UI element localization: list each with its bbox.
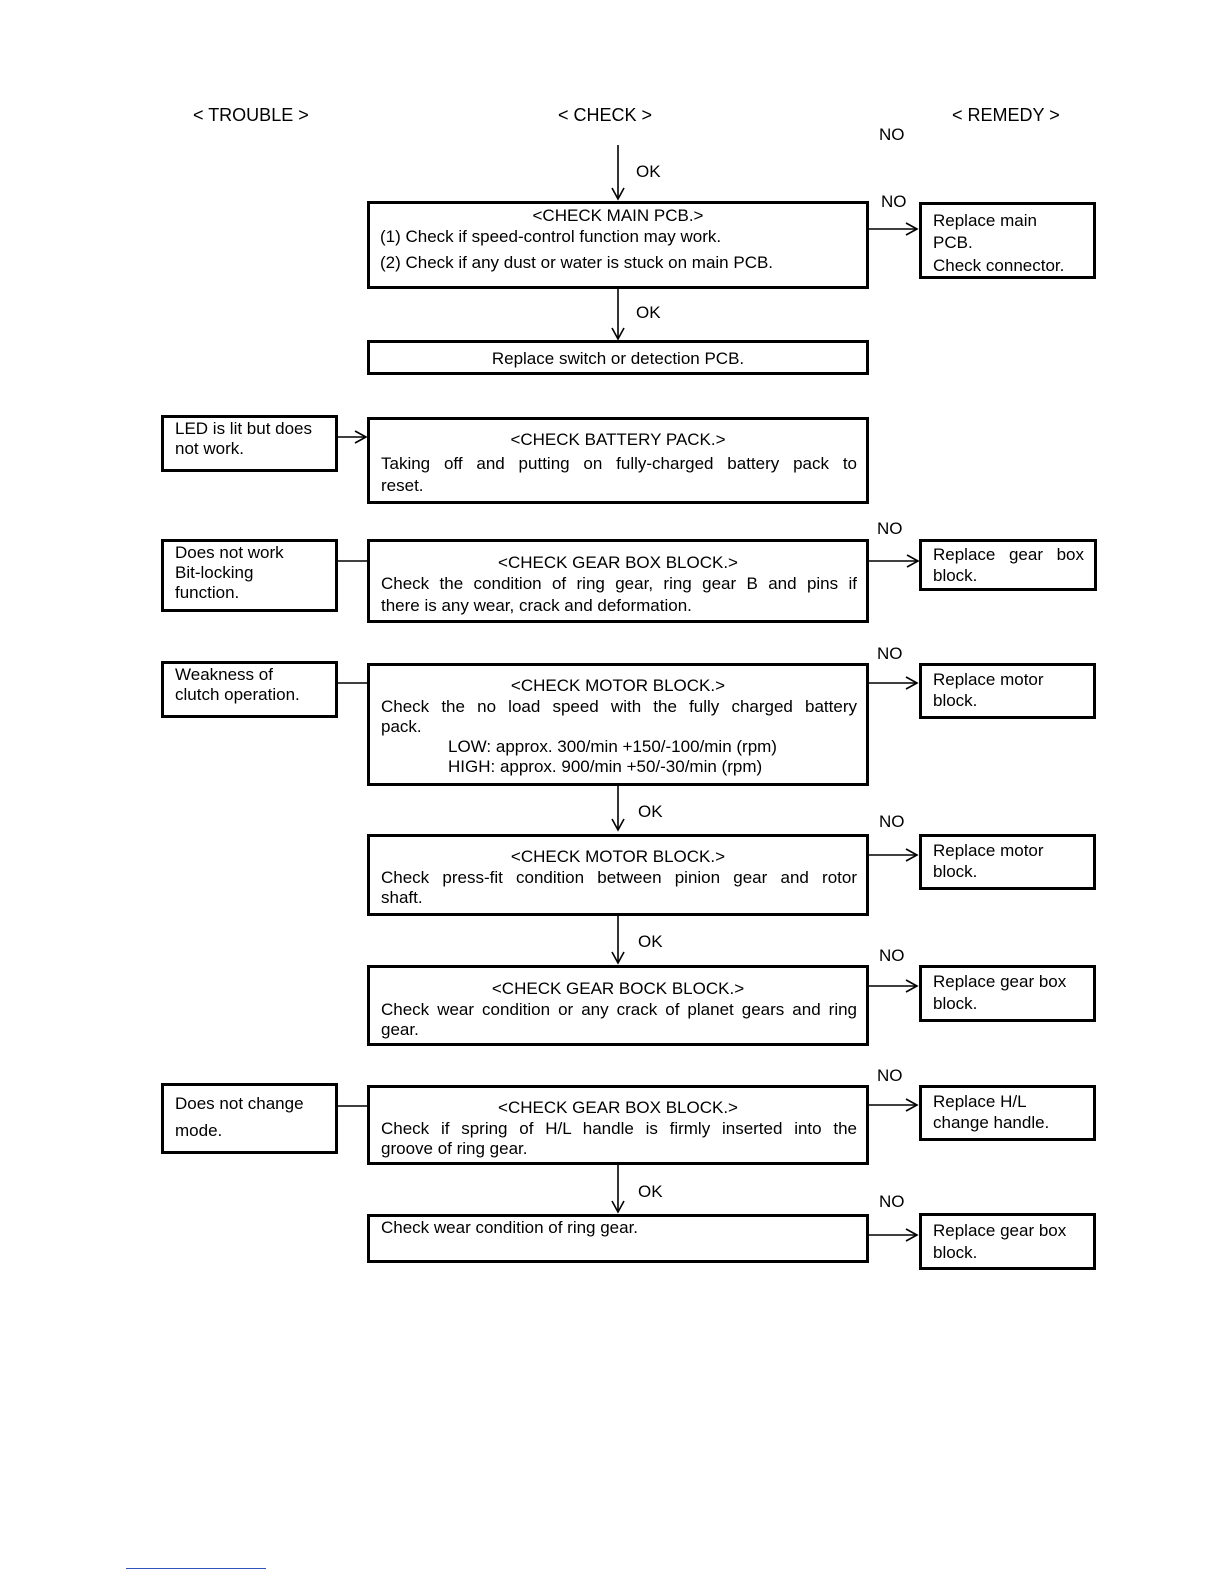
check-box-gear-bock: <CHECK GEAR BOCK BLOCK.> Check wear cond… <box>367 965 869 1046</box>
check-text: Check press-fit condition between pinion… <box>381 868 857 887</box>
remedy-text: block. <box>933 1243 978 1262</box>
remedy-text: block. <box>933 994 978 1013</box>
remedy-text: block. <box>933 862 978 881</box>
trouble-box-bit-locking: Does not work Bit-locking function. <box>161 539 338 612</box>
check-heading: <CHECK BATTERY PACK.> <box>510 430 726 449</box>
check-box-motor-speed: <CHECK MOTOR BLOCK.> Check the no load s… <box>367 663 869 786</box>
check-heading: <CHECK MOTOR BLOCK.> <box>510 847 726 866</box>
check-box-hl-handle: <CHECK GEAR BOX BLOCK.> Check if spring … <box>367 1085 869 1165</box>
ok-label: OK <box>638 1182 663 1201</box>
remedy-text: Replace gear box <box>933 545 1084 564</box>
check-heading: <CHECK GEAR BOX BLOCK.> <box>498 553 738 572</box>
check-text: (2) Check if any dust or water is stuck … <box>380 253 774 272</box>
trouble-text: Does not change <box>175 1094 304 1113</box>
remedy-text: Replace motor <box>933 841 1044 860</box>
remedy-text: block. <box>933 566 978 585</box>
check-text: Replace switch or detection PCB. <box>491 349 745 368</box>
check-spec-low: LOW: approx. 300/min +150/-100/min (rpm) <box>448 737 777 756</box>
ok-label: OK <box>636 303 661 322</box>
footer-rule <box>126 1568 266 1569</box>
trouble-text: Does not work <box>175 543 284 562</box>
remedy-header: < REMEDY > <box>952 105 1060 125</box>
check-box-gear-box: <CHECK GEAR BOX BLOCK.> Check the condit… <box>367 539 869 623</box>
no-label: NO <box>877 519 903 538</box>
remedy-box-main-pcb: Replace main PCB. Check connector. <box>919 202 1096 279</box>
check-text: pack. <box>381 717 422 736</box>
remedy-text: Replace gear box <box>933 972 1067 991</box>
remedy-box-motor: Replace motor block. <box>919 834 1096 890</box>
no-label: NO <box>879 812 905 831</box>
ok-label: OK <box>638 802 663 821</box>
trouble-box-mode: Does not change mode. <box>161 1083 338 1154</box>
no-label: NO <box>879 946 905 965</box>
trouble-header: < TROUBLE > <box>193 105 309 125</box>
trouble-text: function. <box>175 583 240 602</box>
check-heading: <CHECK MOTOR BLOCK.> <box>510 676 726 695</box>
check-text: Check the condition of ring gear, ring g… <box>381 574 857 593</box>
check-text: (1) Check if speed-control function may … <box>380 227 722 246</box>
check-header: < CHECK > <box>558 105 653 125</box>
check-box-battery-pack: <CHECK BATTERY PACK.> Taking off and put… <box>367 417 869 504</box>
no-label: NO <box>881 192 907 211</box>
check-text: Check the no load speed with the fully c… <box>381 697 857 716</box>
check-text: Check if spring of H/L handle is firmly … <box>381 1119 857 1138</box>
trouble-text: clutch operation. <box>175 685 300 704</box>
trouble-text: Weakness of <box>175 665 273 684</box>
trouble-text: Bit-locking <box>175 563 254 582</box>
check-heading: <CHECK GEAR BOX BLOCK.> <box>498 1098 738 1117</box>
remedy-box-gear-box: Replace gear box block. <box>919 1213 1096 1270</box>
check-text: groove of ring gear. <box>381 1139 528 1158</box>
check-text: shaft. <box>381 888 423 907</box>
remedy-box-gear-box: Replace gear box block. <box>919 539 1097 591</box>
no-label: NO <box>877 1066 903 1085</box>
trouble-box-led-lit: LED is lit but does not work. <box>161 415 338 472</box>
remedy-text: block. <box>933 691 978 710</box>
no-label: NO <box>879 1192 905 1211</box>
check-text: Check wear condition of ring gear. <box>381 1218 639 1237</box>
check-text: Check wear condition or any crack of pla… <box>381 1000 857 1019</box>
remedy-box-hl-handle: Replace H/L change handle. <box>919 1085 1096 1141</box>
trouble-box-clutch: Weakness of clutch operation. <box>161 661 338 718</box>
no-label: NO <box>877 644 903 663</box>
remedy-text: PCB. <box>933 233 973 252</box>
check-text: reset. <box>381 476 424 495</box>
no-label: NO <box>879 125 905 144</box>
check-box-motor-pressfit: <CHECK MOTOR BLOCK.> Check press-fit con… <box>367 834 869 916</box>
ok-label: OK <box>636 162 661 181</box>
trouble-text: mode. <box>175 1121 223 1140</box>
trouble-text: LED is lit but does <box>175 419 313 438</box>
remedy-box-gear-box: Replace gear box block. <box>919 965 1096 1022</box>
remedy-text: change handle. <box>933 1113 1050 1132</box>
remedy-text: Replace gear box <box>933 1221 1067 1240</box>
check-heading: <CHECK GEAR BOCK BLOCK.> <box>491 979 745 998</box>
check-text: there is any wear, crack and deformation… <box>381 596 692 615</box>
check-text: gear. <box>381 1020 419 1039</box>
check-spec-high: HIGH: approx. 900/min +50/-30/min (rpm) <box>448 757 763 776</box>
check-box-ring-gear: Check wear condition of ring gear. <box>367 1214 869 1263</box>
check-heading: <CHECK MAIN PCB.> <box>532 206 704 225</box>
check-box-main-pcb: <CHECK MAIN PCB.> (1) Check if speed-con… <box>367 201 869 289</box>
trouble-text: not work. <box>175 439 244 458</box>
remedy-box-motor: Replace motor block. <box>919 663 1096 719</box>
remedy-text: Check connector. <box>933 256 1065 275</box>
remedy-text: Replace main <box>933 211 1037 230</box>
check-box-replace-switch: Replace switch or detection PCB. <box>367 340 869 375</box>
remedy-text: Replace motor <box>933 670 1044 689</box>
check-text: Taking off and putting on fully-charged … <box>381 454 857 473</box>
ok-label: OK <box>638 932 663 951</box>
remedy-text: Replace H/L <box>933 1092 1027 1111</box>
